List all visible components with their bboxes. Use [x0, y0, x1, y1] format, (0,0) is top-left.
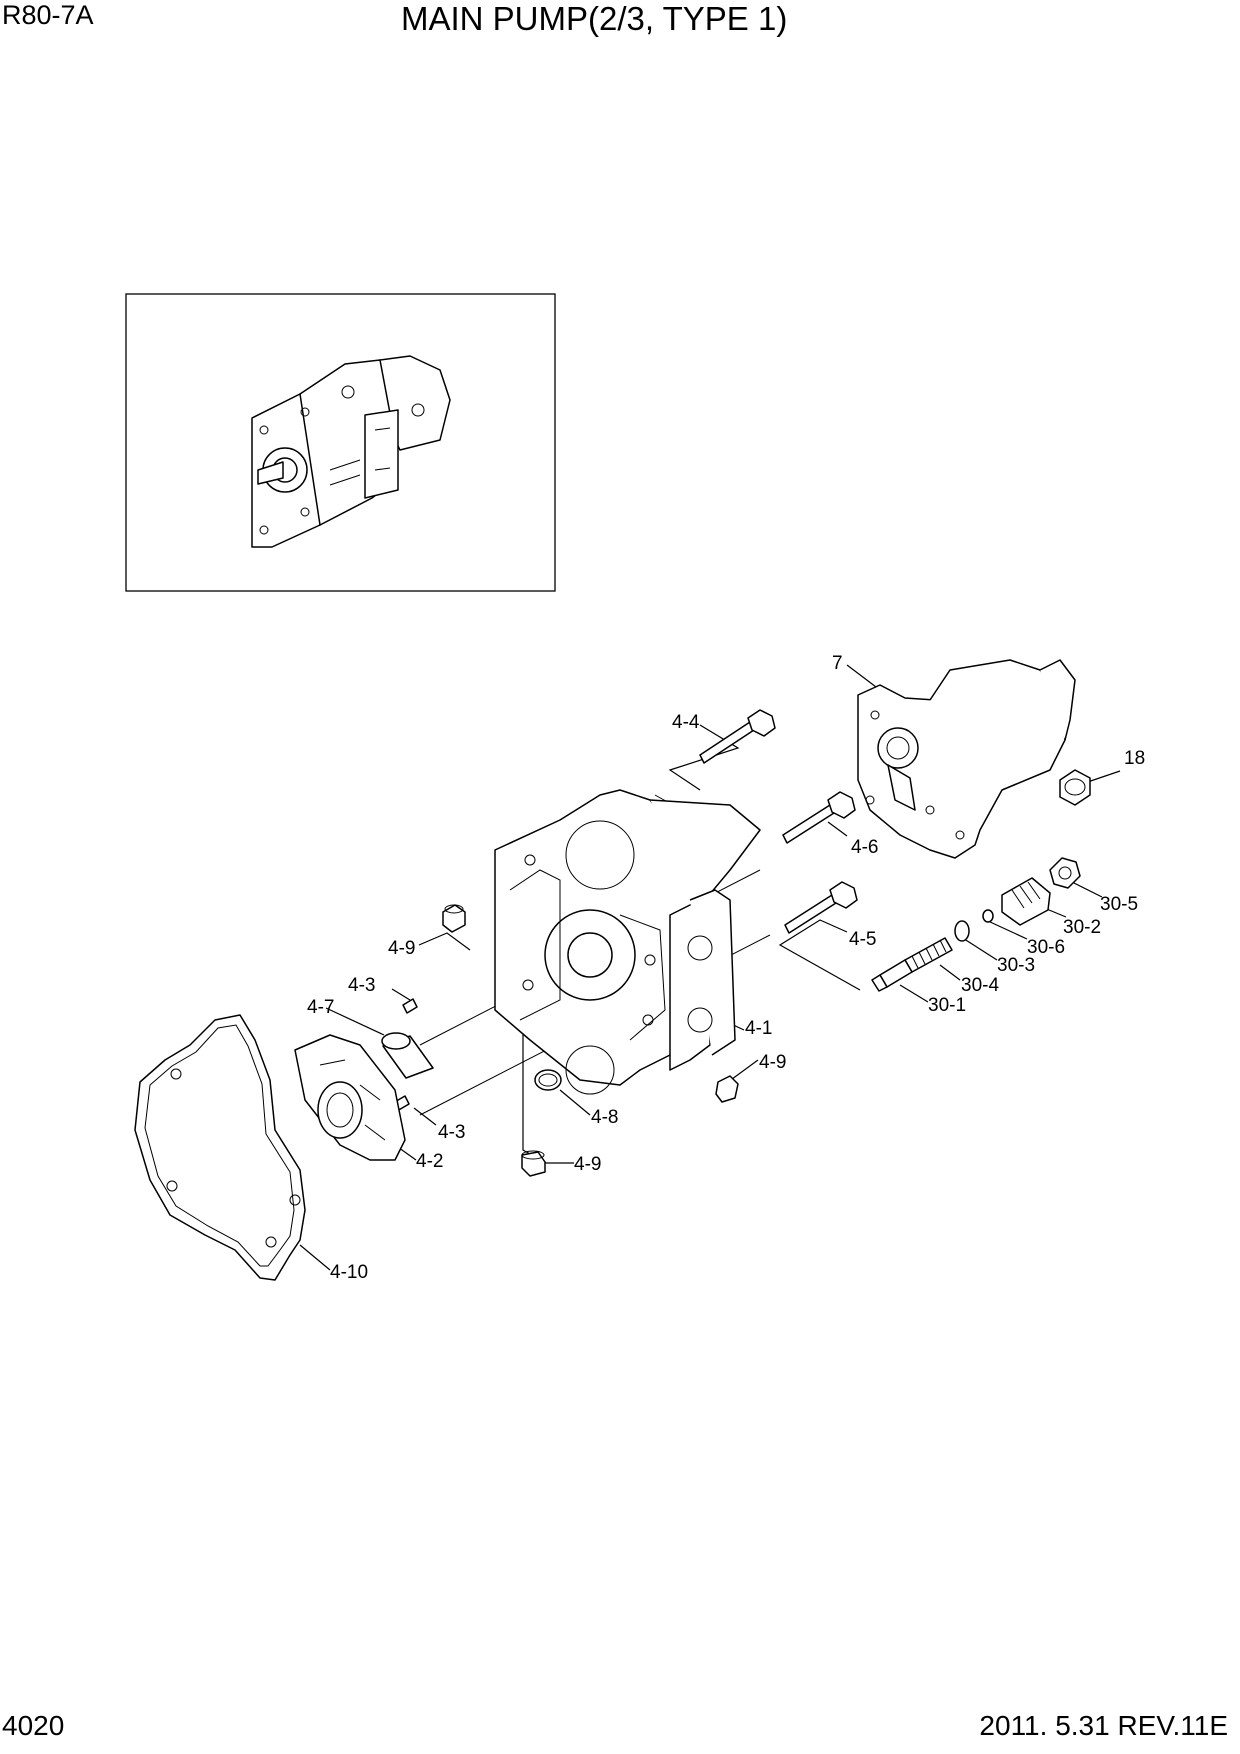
plug-4-9-right [715, 1075, 739, 1103]
callout-30-2: 30-2 [1063, 917, 1101, 938]
callout-18: 18 [1124, 748, 1145, 769]
plug-4-9-lower [521, 1150, 546, 1177]
callout-4-3-upper: 4-3 [348, 975, 375, 996]
callout-labels: 7 4-4 18 4-6 30-5 4-5 30-2 30-6 4-9 30-3… [307, 653, 1145, 1283]
o-ring-4-8 [534, 1069, 562, 1091]
poppet-30-1 [871, 959, 913, 992]
model-number: R80-7A [2, 0, 94, 30]
callout-4-8: 4-8 [591, 1107, 618, 1128]
overview-inset [125, 293, 556, 592]
callout-30-4: 30-4 [961, 975, 999, 996]
callout-4-10: 4-10 [330, 1262, 368, 1283]
bolt-4-6 [782, 791, 856, 844]
callout-4-6: 4-6 [851, 837, 878, 858]
callout-30-3: 30-3 [997, 955, 1035, 976]
plug-4-9-upper [442, 904, 466, 933]
assembled-pump-illustration [251, 355, 451, 548]
gear-pump-7 [857, 659, 1076, 859]
callout-7: 7 [832, 653, 843, 674]
callout-4-5: 4-5 [849, 929, 876, 950]
callout-30-6: 30-6 [1027, 937, 1065, 958]
bolt-4-5 [784, 881, 858, 934]
callout-4-3-lower: 4-3 [438, 1122, 465, 1143]
gasket-4-10 [134, 1014, 306, 1281]
callout-4-4: 4-4 [672, 712, 700, 733]
callout-4-1: 4-1 [745, 1018, 772, 1039]
pin-4-3-upper [402, 998, 418, 1014]
spring-30-4 [904, 937, 953, 973]
o-ring-30-3 [954, 920, 970, 942]
side-plate-4-2 [294, 1034, 406, 1161]
revision-date: 2011. 5.31 REV.11E [979, 1710, 1228, 1741]
seal-30-6 [982, 909, 994, 923]
page-number: 4020 [2, 1710, 65, 1741]
callout-30-1: 30-1 [928, 995, 966, 1016]
callout-4-2: 4-2 [416, 1151, 443, 1172]
body-30-2 [1001, 877, 1051, 926]
callout-4-9-upper: 4-9 [388, 938, 415, 959]
callout-4-9-right: 4-9 [759, 1052, 786, 1073]
callout-4-7: 4-7 [307, 997, 334, 1018]
bolt-4-4 [699, 709, 776, 764]
relief-valve-assembly-30 [871, 857, 1081, 992]
page-title: MAIN PUMP(2/3, TYPE 1) [401, 0, 788, 37]
callout-4-9-lower: 4-9 [574, 1154, 601, 1175]
bushing-4-7 [381, 1032, 434, 1079]
plug-18 [1059, 769, 1091, 806]
nut-30-5 [1049, 857, 1081, 889]
callout-30-5: 30-5 [1100, 894, 1138, 915]
pump-body-4-1 [494, 789, 761, 1095]
